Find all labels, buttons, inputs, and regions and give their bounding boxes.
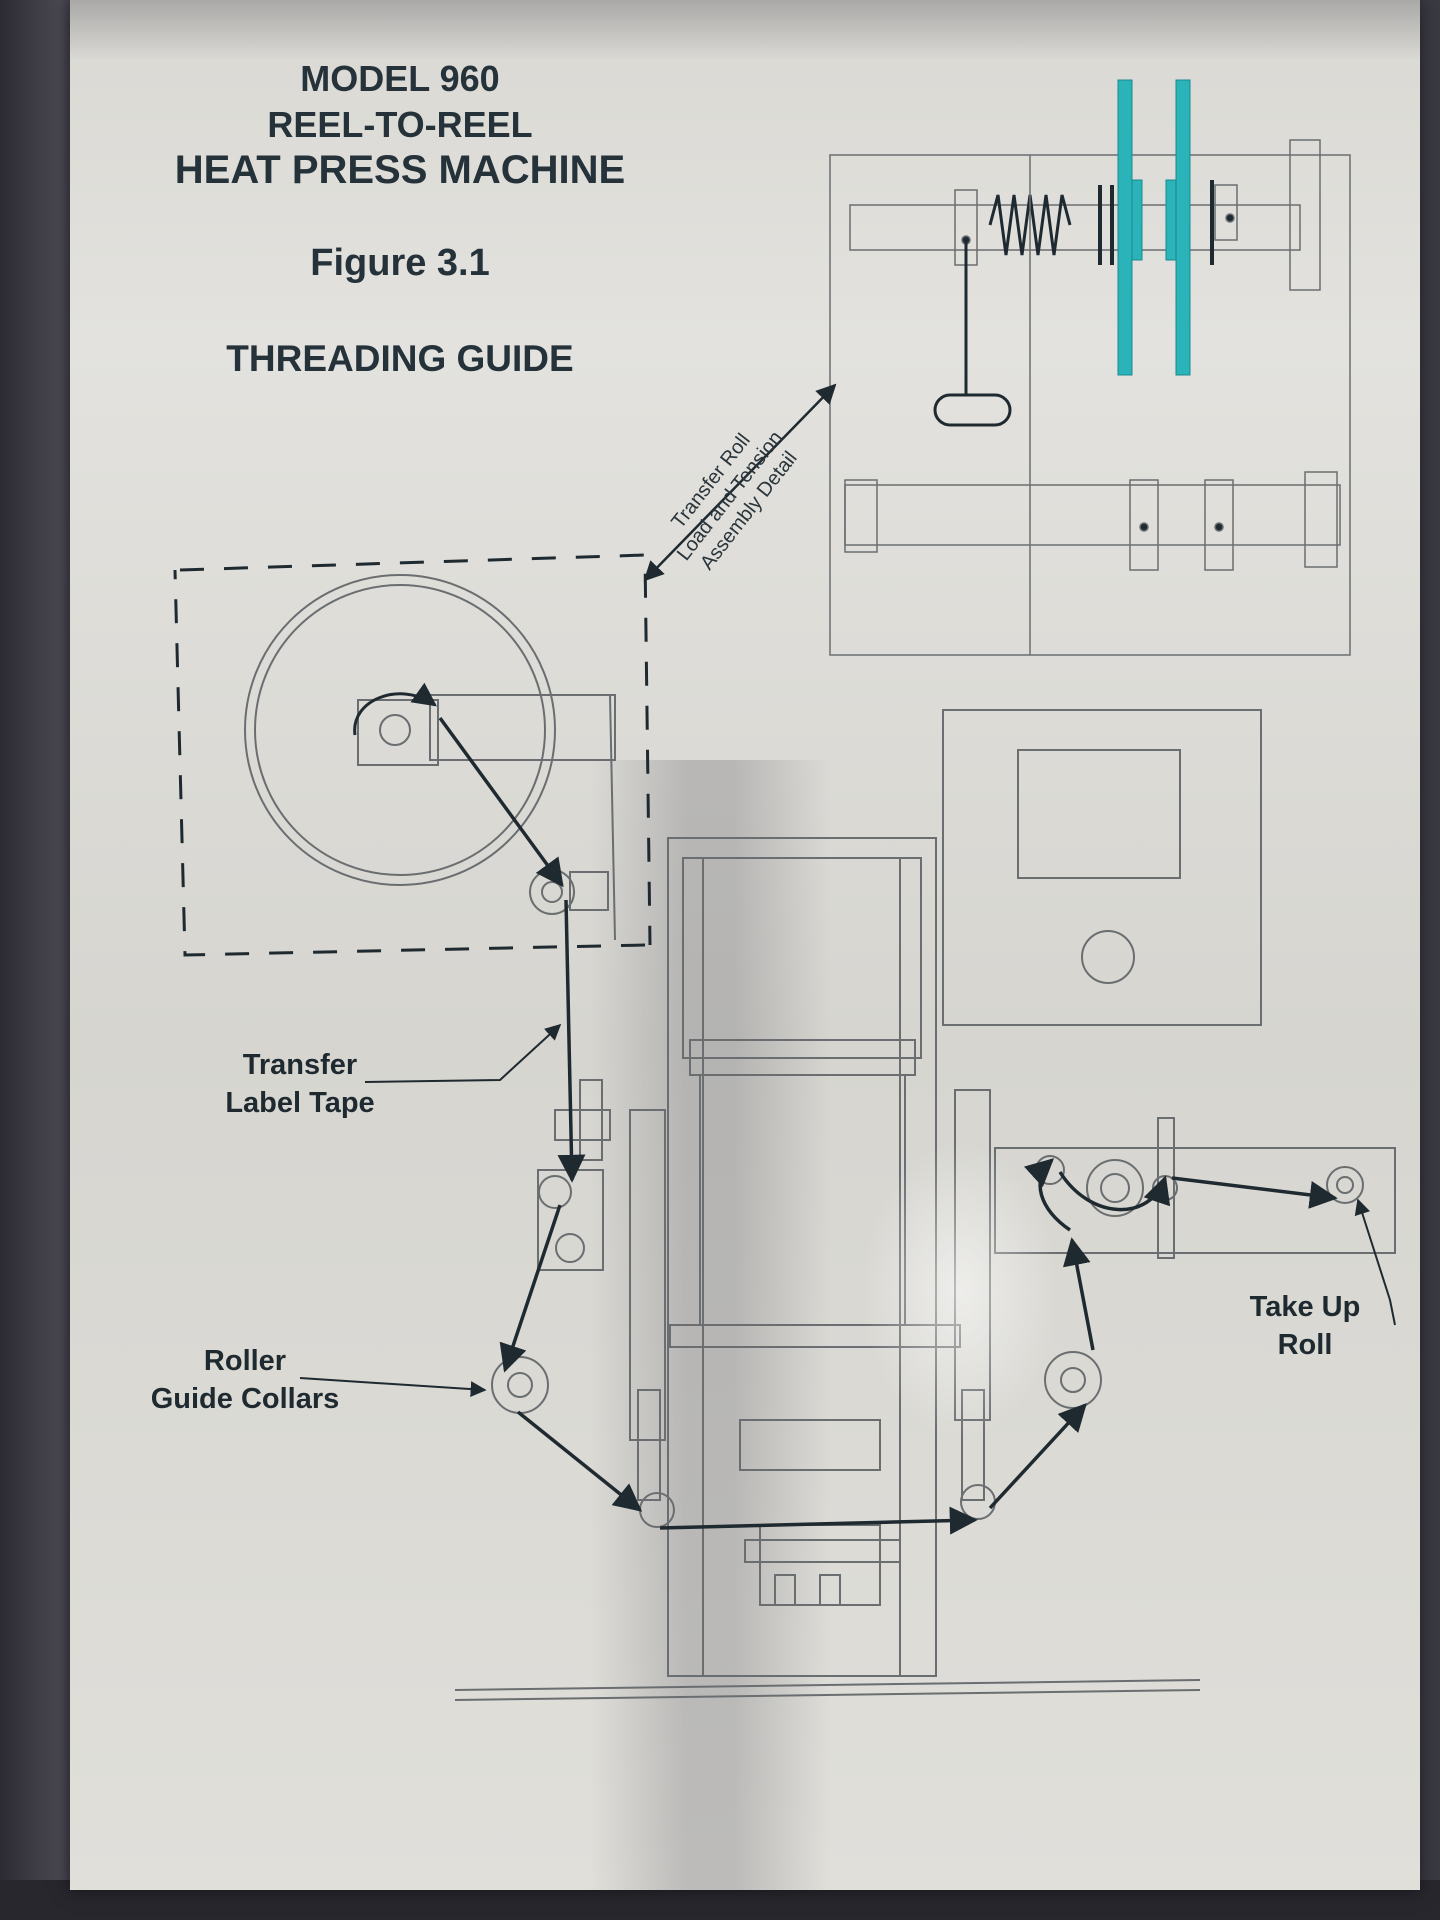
take-up-roll-callout: Take Up Roll [1220,1288,1390,1364]
callout-text: Roller [203,1345,287,1377]
tension-assembly-detail [829,139,1351,656]
guide-heading: THREADING GUIDE [226,338,574,379]
callout-text: Label Tape [225,1087,375,1119]
callout-text: Take Up [1249,1291,1361,1323]
take-up-assembly [994,1117,1396,1259]
left-roller-column [537,1079,611,1271]
control-panel [942,709,1262,1026]
figure-number: Figure 3.1 [310,242,490,284]
model-title: MODEL 960 [300,58,500,99]
callout-leaders [299,1023,1396,1398]
callout-text: Roll [1277,1329,1333,1361]
callout-text: Guide Collars [150,1383,340,1415]
supply-reel [244,574,616,941]
callout-text: Transfer [242,1049,358,1081]
shadow-band [70,0,1420,60]
title-subtitle: REEL-TO-REEL [267,104,533,145]
supply-reel-outline [173,553,652,957]
machine-title: HEAT PRESS MACHINE [174,148,626,192]
reel-rotation-arrow [353,682,437,736]
detail-arrow [643,383,837,582]
plastic-sleeve-glare [860,1140,1060,1440]
tension-spring-plates [1117,79,1191,376]
transfer-label-tape-callout: Transfer Label Tape [200,1046,400,1122]
roller-guide-collars-callout: Roller Guide Collars [130,1342,360,1418]
tape-path [438,716,1338,1535]
manual-sheet [70,0,1420,1890]
